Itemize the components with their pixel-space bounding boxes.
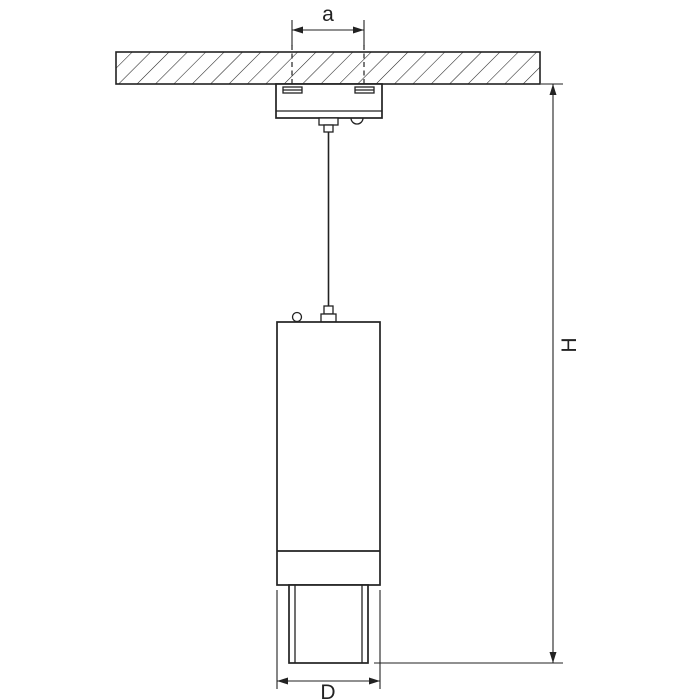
dim-d-arrow-left: [277, 677, 288, 685]
dim-a-arrow-right: [353, 26, 364, 34]
cable-gland: [318, 117, 339, 133]
dim-h-arrow-top: [549, 84, 557, 95]
cable-gland-flange: [318, 117, 339, 126]
ceiling-canopy: [275, 83, 383, 125]
top-knob: [291, 311, 303, 323]
dimension-d: D: [276, 590, 381, 700]
cable-gripper-base: [320, 313, 337, 323]
canopy-detail-bump: [350, 117, 364, 125]
dim-a-label: a: [322, 3, 334, 26]
dim-d-arrow-right: [369, 677, 380, 685]
cable-gland-nut: [323, 124, 334, 133]
lamp: [276, 321, 381, 664]
cable-gripper-nut: [323, 305, 334, 315]
dim-a-arrow-left: [292, 26, 303, 34]
dim-h-arrow-bottom: [549, 652, 557, 663]
ceiling-slab: [115, 51, 541, 85]
dimension-a: a: [291, 3, 365, 46]
lamp-diffuser: [288, 584, 369, 664]
dimension-h: H: [374, 83, 581, 664]
lamp-body: [276, 321, 381, 586]
dim-d-label: D: [320, 681, 335, 700]
dim-h-label: H: [558, 337, 581, 352]
cable-gripper: [291, 305, 337, 323]
